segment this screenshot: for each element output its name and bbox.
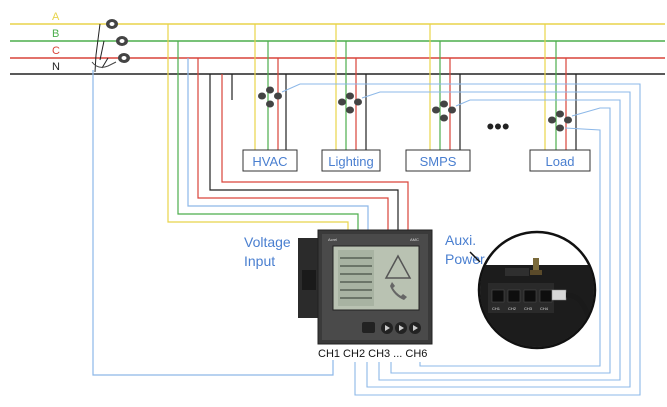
inset-port-ch1: CH1	[492, 306, 501, 311]
meter-brand: Acrel	[328, 237, 337, 242]
load-label-hvac: HVAC	[252, 154, 287, 169]
load-label-load: Load	[546, 154, 575, 169]
voltage-input-label-line2: Input	[244, 253, 275, 269]
phase-c-label: C	[52, 45, 60, 57]
rj-port-icon	[507, 289, 521, 303]
aux-power-inset: CH1 CH2 CH3 CH4	[469, 230, 597, 350]
meter-model: AMC	[410, 237, 419, 242]
inset-port-ch4: CH4	[540, 306, 549, 311]
main-ct-group	[91, 19, 130, 73]
meter-button-1[interactable]	[362, 322, 375, 333]
load-box-smps: SMPS	[405, 149, 471, 172]
load-box-hvac: HVAC	[242, 149, 298, 172]
phase-b-label: B	[52, 28, 59, 40]
ct-clamp-icon	[118, 53, 130, 63]
voltage-wires	[167, 24, 409, 230]
power-meter: Acrel AMC	[298, 229, 433, 345]
more-loads-ellipsis: •••	[486, 114, 509, 139]
inset-port-ch3: CH3	[524, 306, 533, 311]
antenna-icon	[530, 258, 542, 275]
ct-signal-wires	[281, 83, 641, 396]
meter-lcd-screen	[332, 245, 420, 311]
ct-clamp-icon	[106, 19, 118, 29]
branch-smps	[429, 24, 461, 150]
rj-port-icon	[539, 289, 553, 303]
meter-buttons	[362, 322, 421, 334]
rj-port-icon	[523, 289, 537, 303]
phone-icon	[390, 282, 407, 300]
ch1-wire	[92, 70, 334, 376]
branch-ct-load	[548, 110, 572, 132]
inset-port-ch2: CH2	[508, 306, 517, 311]
aux-power-label-line2: Power	[445, 251, 485, 267]
load-label-lighting: Lighting	[328, 154, 374, 169]
load-label-smps: SMPS	[420, 154, 457, 169]
channel-labels: CH1 CH2 CH3 ... CH6	[318, 348, 427, 360]
ct-clamp-icon	[116, 36, 128, 46]
rj-port-icon	[491, 289, 505, 303]
load-box-lighting: Lighting	[321, 149, 381, 172]
voltage-input-label: Voltage	[244, 234, 291, 250]
branch-load	[544, 24, 577, 150]
load-box-load: Load	[529, 149, 591, 172]
branch-ct-lighting	[338, 92, 362, 114]
phase-n-label: N	[52, 61, 60, 73]
warning-triangle-icon	[384, 254, 412, 279]
branch-hvac	[231, 24, 287, 150]
branch-lighting	[335, 24, 367, 150]
phase-a-label: A	[52, 11, 60, 23]
branch-ct-hvac	[258, 86, 282, 108]
aux-power-label: Auxi.	[445, 232, 476, 248]
branch-ct-smps	[432, 100, 456, 122]
